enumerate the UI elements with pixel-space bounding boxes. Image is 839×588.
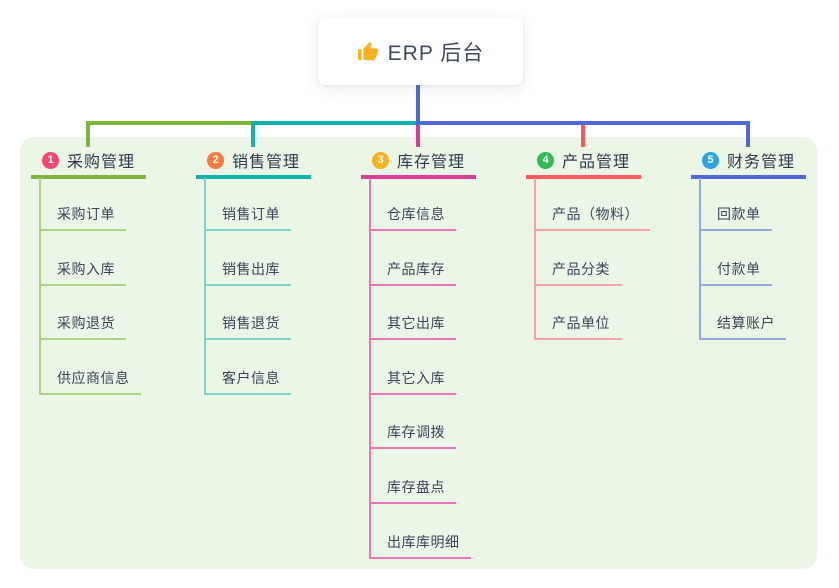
root-node-label: ERP 后台 [387,41,485,65]
leaf-node[interactable]: 采购退货 [39,314,126,340]
leaf-node[interactable]: 供应商信息 [39,369,141,395]
trunk-segment [251,121,420,125]
branches-background-panel [20,137,817,569]
trunk-drop-line [746,121,750,147]
branch-node-label: 产品管理 [562,154,631,171]
leaf-node[interactable]: 付款单 [699,260,772,286]
leaf-node[interactable]: 产品（物料） [534,205,650,231]
leaf-node[interactable]: 其它入库 [369,369,456,395]
branch-underline [196,175,311,179]
branch-number-badge: 2 [207,151,224,169]
leaf-node[interactable]: 采购订单 [39,205,126,231]
root-stem-line [416,85,420,125]
leaf-node[interactable]: 回款单 [699,205,772,231]
leaf-node[interactable]: 库存盘点 [369,478,456,504]
branch-node[interactable]: 5 财务管理 [702,146,795,174]
leaf-node[interactable]: 结算账户 [699,314,786,340]
branch-node[interactable]: 1 采购管理 [42,146,135,174]
branch-underline [361,175,476,179]
branch-node-label: 财务管理 [727,154,796,171]
leaf-node[interactable]: 出库库明细 [369,533,471,559]
branch-underline [31,175,146,179]
branch-node[interactable]: 3 库存管理 [372,146,465,174]
trunk-segment [86,121,255,125]
leaf-node[interactable]: 采购入库 [39,260,126,286]
leaf-node[interactable]: 客户信息 [204,369,291,395]
branch-node[interactable]: 4 产品管理 [537,146,630,174]
branch-number-badge: 1 [42,151,59,169]
branch-child-rail [369,178,371,559]
branch-node[interactable]: 2 销售管理 [207,146,300,174]
branch-underline [691,175,806,179]
trunk-drop-line [86,121,90,147]
branch-child-rail [39,178,41,395]
leaf-node[interactable]: 仓库信息 [369,205,456,231]
thumbs-up-icon [357,41,379,63]
leaf-node[interactable]: 库存调拨 [369,423,456,449]
branch-number-badge: 4 [537,151,554,169]
branch-node-label: 库存管理 [397,154,466,171]
branch-child-rail [699,178,701,340]
branch-child-rail [534,178,536,340]
leaf-node[interactable]: 销售退货 [204,314,291,340]
branch-number-badge: 5 [702,151,719,169]
root-node[interactable]: ERP 后台 [318,18,523,85]
leaf-node[interactable]: 产品单位 [534,314,621,340]
branch-child-rail [204,178,206,395]
leaf-node[interactable]: 产品库存 [369,260,456,286]
branch-underline [526,175,641,179]
trunk-drop-line [251,121,255,147]
branch-node-label: 采购管理 [67,154,136,171]
trunk-segment [416,121,750,125]
trunk-drop-line [581,121,585,147]
branch-number-badge: 3 [372,151,389,169]
leaf-node[interactable]: 销售出库 [204,260,291,286]
leaf-node[interactable]: 其它出库 [369,314,456,340]
branch-node-label: 销售管理 [232,154,301,171]
leaf-node[interactable]: 销售订单 [204,205,291,231]
leaf-node[interactable]: 产品分类 [534,260,621,286]
trunk-drop-line [416,121,420,147]
